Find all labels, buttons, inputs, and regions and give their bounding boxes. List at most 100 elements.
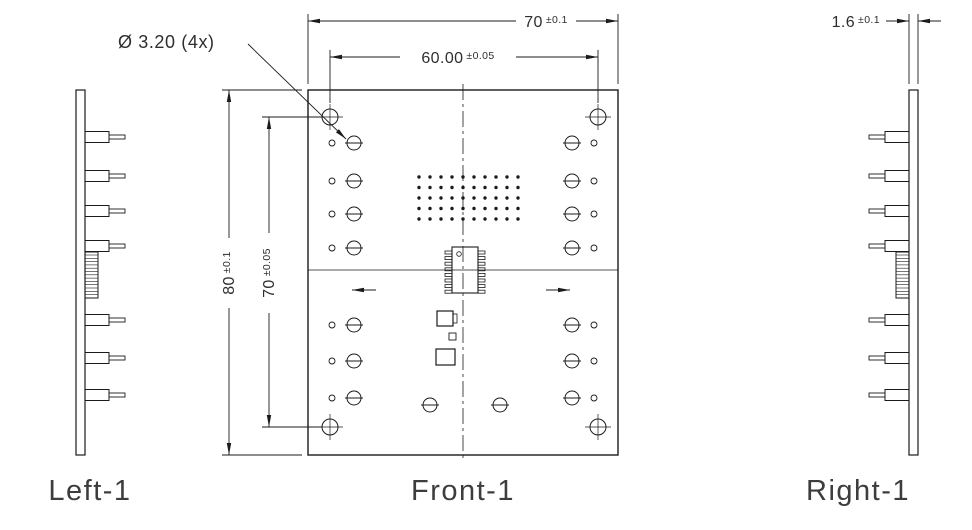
grid-dot	[461, 185, 465, 190]
grid-dot	[450, 196, 454, 200]
smd-component	[448, 332, 457, 341]
dim-value: 80	[221, 276, 238, 295]
grid-dot	[450, 217, 454, 221]
grid-dot	[494, 206, 498, 211]
grid-dot	[439, 196, 443, 200]
smd-component	[436, 310, 454, 327]
ic-pin1-marker	[456, 251, 462, 257]
ic-pin	[444, 289, 453, 294]
grid-dot	[461, 217, 465, 221]
connector-pin	[108, 355, 126, 361]
ic-pin	[444, 250, 453, 255]
smd-pad	[452, 313, 458, 324]
connector-body	[84, 205, 110, 217]
grid-dot	[472, 217, 476, 221]
grid-dot	[505, 175, 509, 179]
connector-body	[884, 205, 910, 217]
dim-board-thickness-text: 1.6±0.1	[832, 14, 880, 31]
via-pad	[590, 139, 598, 147]
ic-pin	[477, 284, 486, 289]
dim-hole-spacing-y-text: 70 ±0.05	[261, 248, 278, 298]
ic-pin	[477, 267, 486, 272]
via-pad	[590, 321, 598, 329]
grid-dot	[472, 196, 476, 200]
via-pad	[328, 177, 336, 185]
dim-value: 60.00	[421, 50, 463, 67]
grid-dot	[417, 206, 421, 211]
connector-pin	[108, 208, 126, 214]
dim-board-height: 80 ±0.1	[221, 89, 302, 456]
connector-body	[884, 352, 910, 364]
grid-dot	[483, 175, 487, 179]
connector-pin	[868, 392, 886, 398]
grid-dot	[494, 196, 498, 200]
board-edge	[908, 89, 919, 456]
connector-body	[884, 170, 910, 182]
connector-pin	[868, 134, 886, 140]
grid-dot	[417, 196, 421, 200]
grid-dot	[450, 206, 454, 211]
grid-dot	[450, 175, 454, 179]
ic-pin	[444, 272, 453, 277]
ic-pin	[444, 256, 453, 261]
grid-dot	[505, 196, 509, 200]
dim-tolerance: ±0.1	[221, 251, 233, 273]
via-pad	[590, 210, 598, 218]
dim-tolerance: ±0.1	[546, 14, 568, 26]
grid-dot	[417, 185, 421, 190]
mounting-holes	[317, 104, 611, 440]
grid-dot	[461, 206, 465, 211]
dim-hole-spacing-x: 60.00±0.05	[329, 50, 599, 103]
dim-tolerance: ±0.1	[858, 14, 880, 26]
grid-dot	[483, 217, 487, 221]
connector-pin	[868, 317, 886, 323]
leader-line	[247, 43, 347, 140]
connector-pin	[868, 243, 886, 249]
grid-dot	[472, 206, 476, 211]
connector-pin	[108, 317, 126, 323]
connector-pin	[868, 173, 886, 179]
dim-board-height-text: 80 ±0.1	[221, 251, 238, 295]
connector-body	[884, 131, 910, 143]
grid-dot	[516, 217, 520, 221]
grid-dot	[483, 185, 487, 190]
view-labels: Left-1 Front-1 Right-1	[48, 475, 908, 507]
connector-pin	[108, 134, 126, 140]
ic-pin	[477, 272, 486, 277]
dim-hole-spacing-y: 70 ±0.05	[261, 116, 322, 428]
via-pad	[328, 139, 336, 147]
grid-dot	[505, 206, 509, 211]
connector-body	[884, 240, 910, 252]
grid-dot	[461, 175, 465, 179]
via-pad	[328, 210, 336, 218]
grid-dot	[516, 185, 520, 190]
dim-value: 70	[261, 279, 278, 298]
ic-pin	[477, 278, 486, 283]
ic-pin	[444, 267, 453, 272]
grid-dot	[505, 217, 509, 221]
connector-body	[84, 314, 110, 326]
dim-tolerance: ±0.05	[261, 248, 273, 276]
grid-dot	[505, 185, 509, 190]
hole-diameter-callout: Ø 3.20 (4x)	[118, 32, 347, 140]
via-pad	[590, 244, 598, 252]
grid-dot	[483, 206, 487, 211]
ic-pin	[477, 261, 486, 266]
smd-components	[435, 310, 458, 366]
ic-pin	[444, 261, 453, 266]
dim-board-width: 70±0.1	[307, 14, 619, 84]
grid-dot	[450, 185, 454, 190]
grid-dot	[461, 196, 465, 200]
grid-dot	[516, 175, 520, 179]
grid-dot	[417, 217, 421, 221]
connector-body	[884, 389, 910, 401]
connector-pin	[108, 173, 126, 179]
grid-dot	[494, 185, 498, 190]
via-pad	[328, 244, 336, 252]
right-view	[868, 89, 919, 456]
ic-pin	[477, 289, 486, 294]
grid-dot	[417, 175, 421, 179]
grid-dot	[428, 185, 432, 190]
